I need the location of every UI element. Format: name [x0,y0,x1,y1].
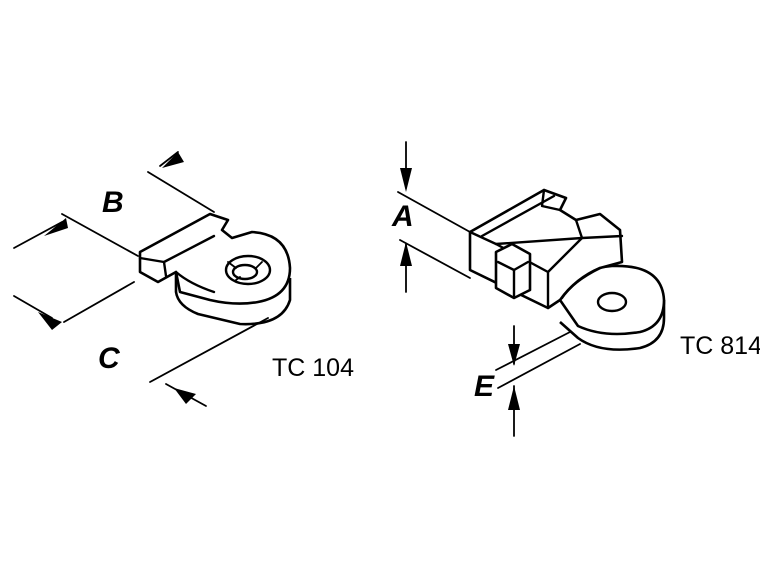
part-tc104: B C TC 104 [13,151,354,407]
part-tc814: A E TC 814 [391,141,760,437]
dim-b: B [102,151,215,219]
dim-a: A [391,141,471,293]
dim-c: C [13,213,269,407]
dim-e-label: E [474,370,495,403]
dim-b-label: B [102,186,124,219]
dim-e: E [474,325,581,437]
dim-c-label: C [98,342,121,375]
tc104-body [138,212,292,326]
dim-a-label: A [391,200,414,233]
model-label-tc814: TC 814 [680,332,760,360]
tc814-body [468,188,666,351]
model-label-tc104: TC 104 [272,354,354,382]
